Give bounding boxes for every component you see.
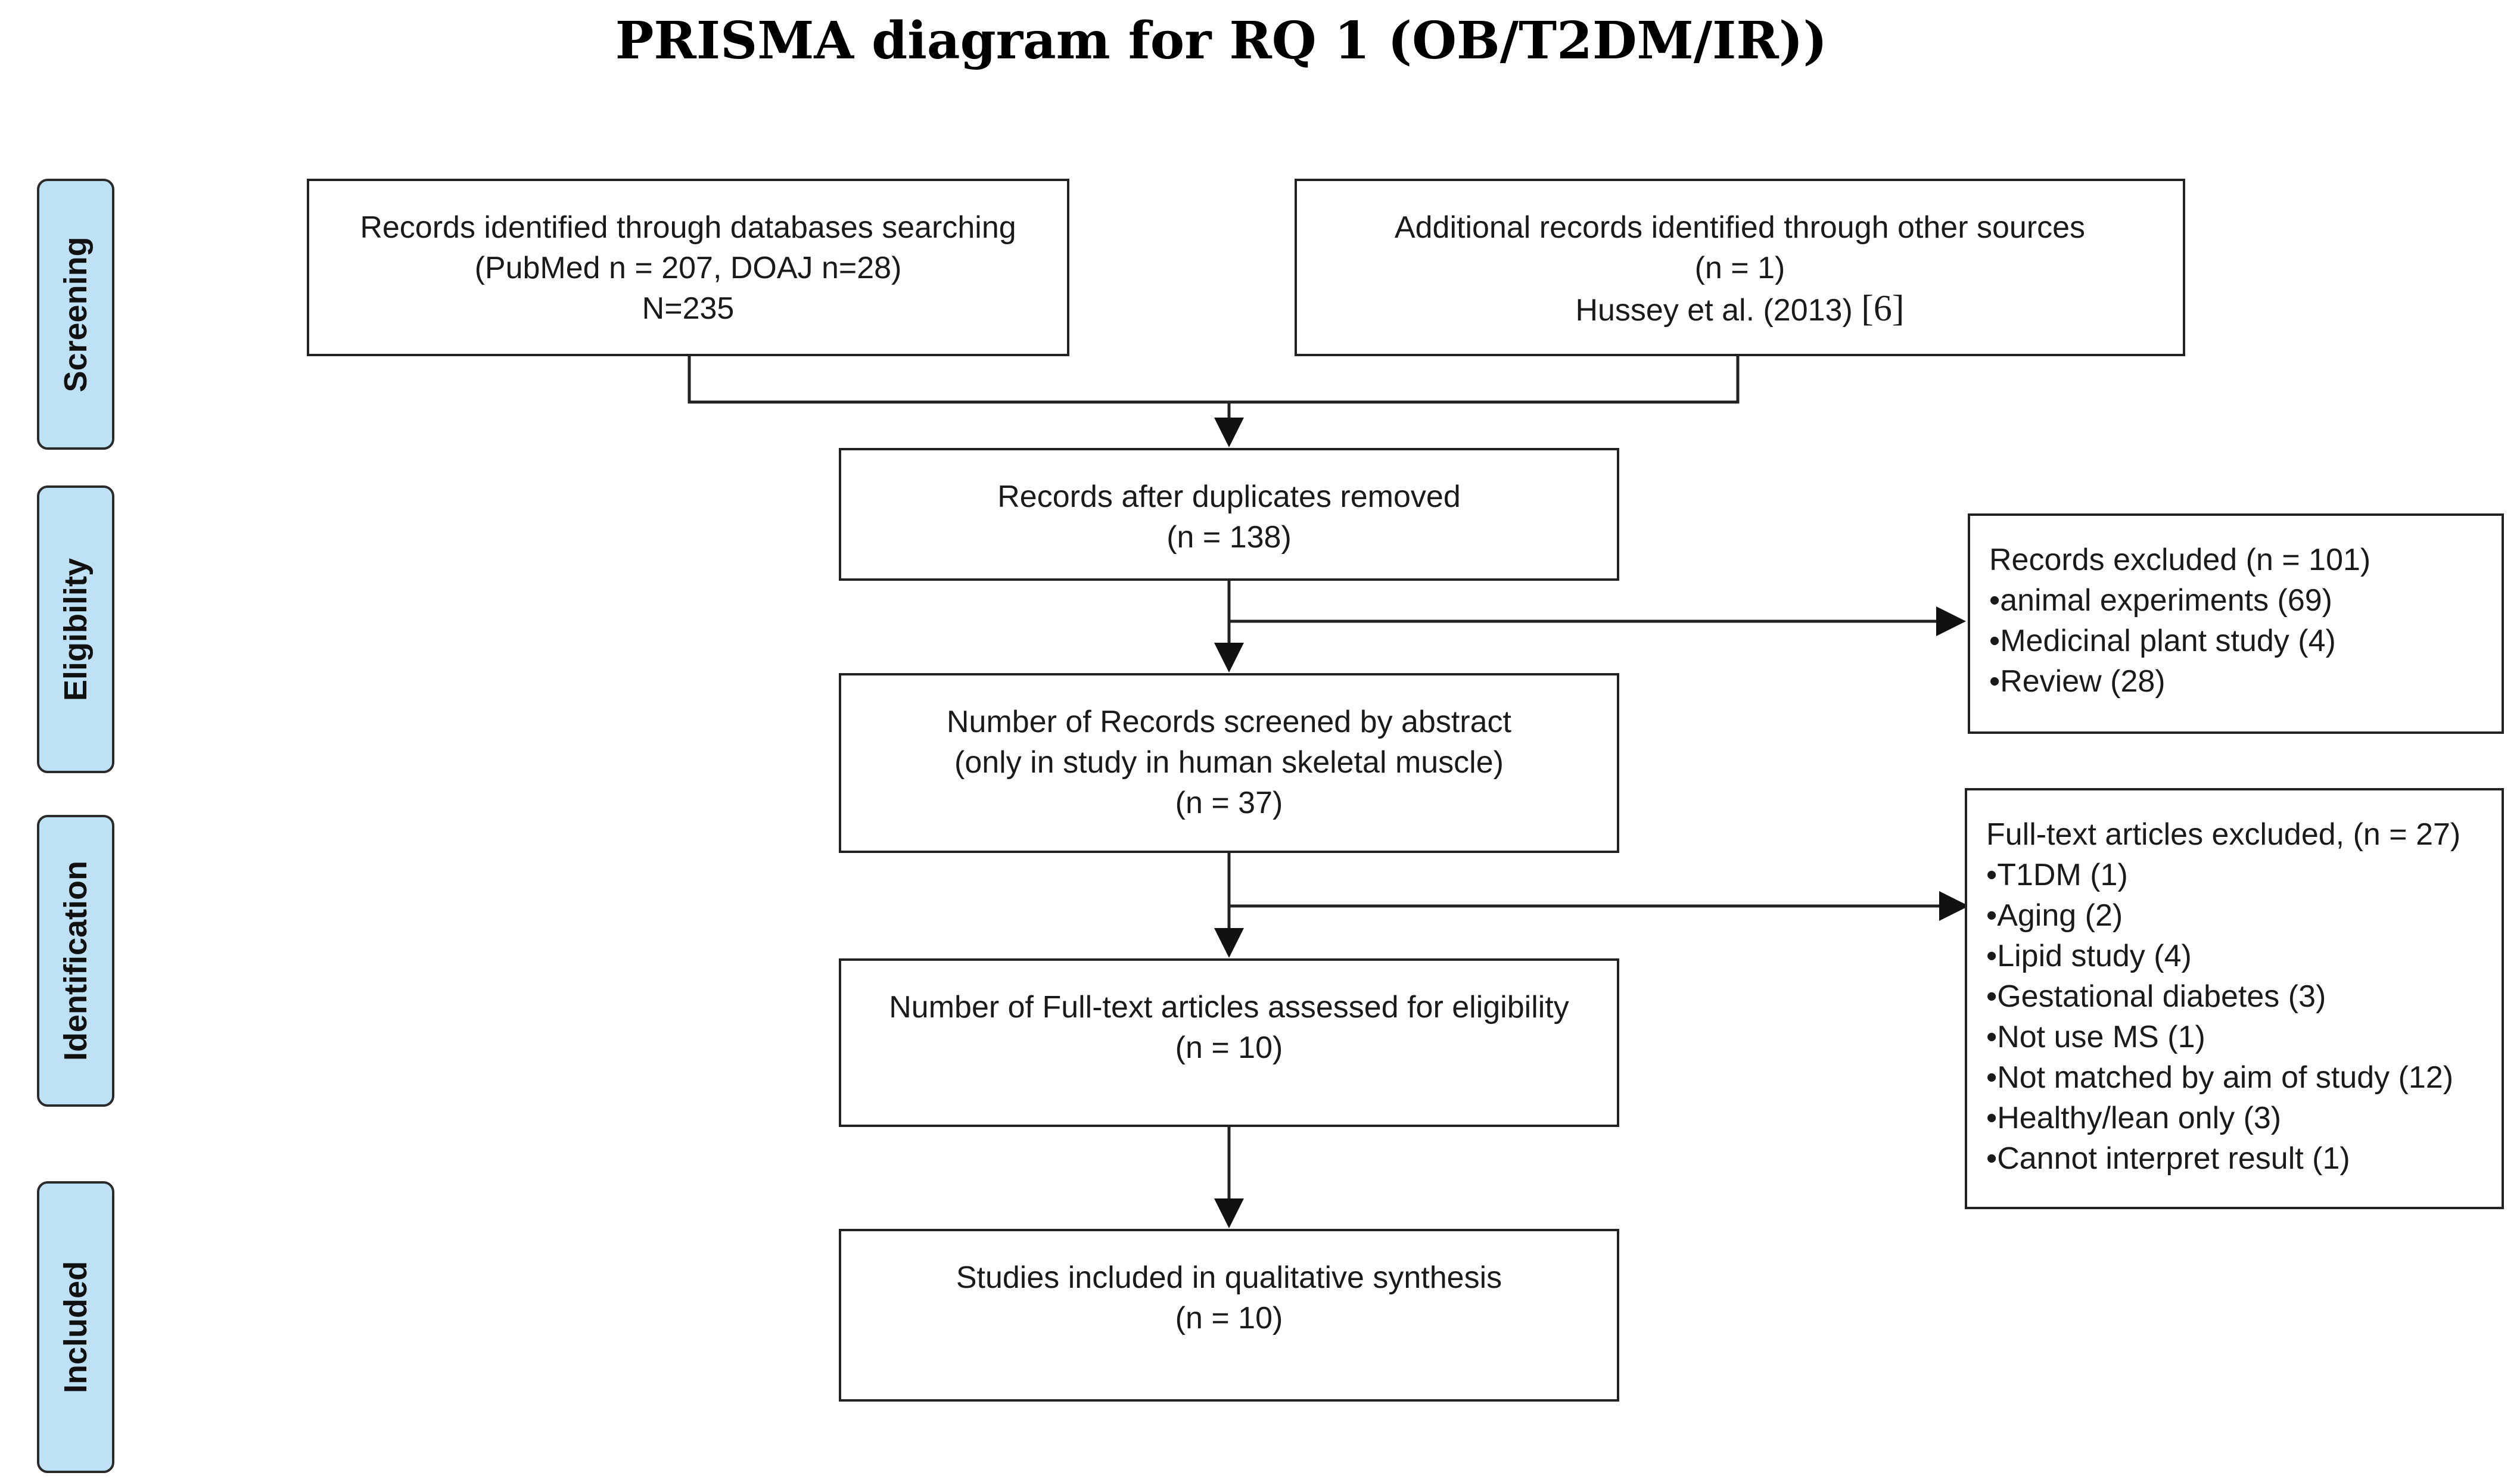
box-fulltext-assessed: Number of Full-text articles assessed fo… [839,958,1619,1127]
other-sources-line2: (n = 1) [1694,251,1785,285]
records-excluded-item: •Review (28) [1989,664,2166,699]
screened-abstract-line2: (only in study in human skeletal muscle) [954,745,1504,780]
stage-identification: Identification [37,815,114,1107]
stage-included: Included [37,1181,114,1473]
fulltext-excluded-item: •Not use MS (1) [1986,1020,2205,1054]
box-other-sources: Additional records identified through ot… [1295,179,2185,356]
fulltext-excluded-item: •Lipid study (4) [1986,939,2192,973]
stage-screening: Screening [37,179,114,450]
included-synthesis-line1: Studies included in qualitative synthesi… [956,1260,1502,1295]
other-sources-line3: Hussey et al. (2013) [6] [1297,288,2183,331]
box-after-duplicates: Records after duplicates removed (n = 13… [839,448,1619,581]
other-sources-line1: Additional records identified through ot… [1394,210,2086,245]
fulltext-excluded-item: •Healthy/lean only (3) [1986,1101,2282,1135]
records-excluded-header: Records excluded (n = 101) [1989,543,2371,577]
box-fulltext-excluded: Full-text articles excluded, (n = 27) •T… [1965,788,2504,1209]
screened-abstract-line1: Number of Records screened by abstract [947,705,1511,739]
fulltext-assessed-line2: (n = 10) [1175,1030,1283,1065]
db-search-line2: (PubMed n = 207, DOAJ n=28) [474,251,902,285]
box-database-search: Records identified through databases sea… [307,179,1069,356]
db-search-line1: Records identified through databases sea… [360,210,1016,245]
screened-abstract-line3: (n = 37) [1175,786,1283,820]
box-records-excluded: Records excluded (n = 101) •animal exper… [1968,513,2504,734]
box-included-synthesis: Studies included in qualitative synthesi… [839,1229,1619,1402]
box-screened-abstract: Number of Records screened by abstract (… [839,673,1619,853]
fulltext-excluded-item: •Aging (2) [1986,898,2123,933]
fulltext-excluded-item: •Cannot interpret result (1) [1986,1141,2350,1176]
fulltext-excluded-item: •Gestational diabetes (3) [1986,979,2326,1014]
other-sources-citation: Hussey et al. (2013) [1575,293,1853,328]
stage-eligibility: Eligibility [37,485,114,773]
records-excluded-item: •animal experiments (69) [1989,583,2332,618]
records-excluded-item: •Medicinal plant study (4) [1989,624,2336,658]
after-duplicates-line1: Records after duplicates removed [997,480,1461,514]
fulltext-excluded-item: •T1DM (1) [1986,858,2128,892]
after-duplicates-line2: (n = 138) [1166,520,1292,555]
other-sources-reference: [6] [1861,288,1905,329]
db-search-line3: N=235 [642,291,735,326]
connector-merge [687,356,1740,404]
page-title: PRISMA diagram for RQ 1 (OB/T2DM/IR)) [615,11,1828,71]
fulltext-excluded-item: •Not matched by aim of study (12) [1986,1060,2454,1095]
included-synthesis-line2: (n = 10) [1175,1301,1283,1335]
fulltext-excluded-header: Full-text articles excluded, (n = 27) [1986,817,2461,852]
fulltext-assessed-line1: Number of Full-text articles assessed fo… [889,990,1569,1025]
